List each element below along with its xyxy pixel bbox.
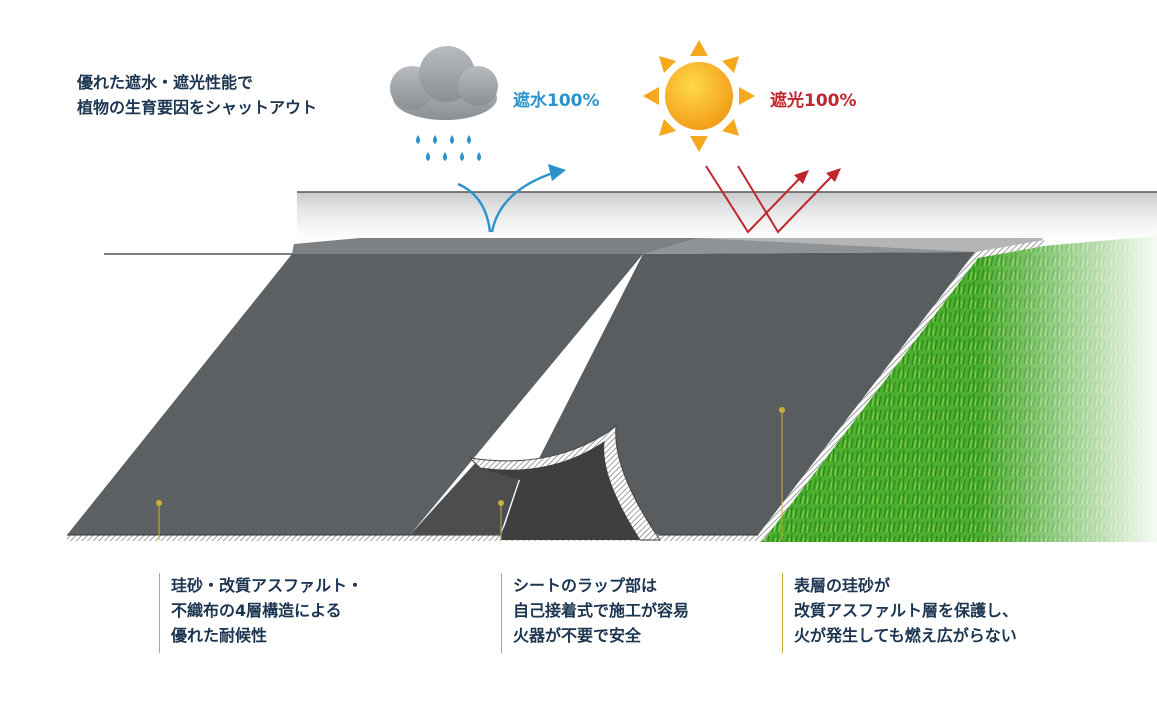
headline-line-1: 優れた遮水・遮光性能で — [77, 73, 254, 92]
water-deflect-arrow-icon — [457, 164, 566, 233]
light-reflect-arrow-icon — [705, 165, 841, 234]
callout-2-line-3: 火器が不要で安全 — [513, 626, 642, 645]
callout-2-line-1: シートのラップ部は — [513, 576, 658, 595]
headline-line-2: 植物の生育要因をシャットアウト — [77, 98, 318, 117]
callout-1-line-3: 優れた耐候性 — [171, 626, 268, 645]
cloud-icon — [390, 46, 498, 120]
callout-3-line-3: 火が発生しても燃え広がらない — [794, 626, 1017, 645]
sun-icon — [643, 40, 755, 152]
rain-drops-icon — [416, 135, 481, 161]
callout-line-1 — [159, 573, 160, 653]
callout-2-line-2: 自己接着式で施工が容易 — [513, 601, 690, 620]
callout-3-line-2: 改質アスファルト層を保護し、 — [794, 601, 1019, 620]
callout-3-line-1: 表層の珪砂が — [794, 576, 891, 595]
callout-1-line-2: 不織布の4層構造による — [171, 601, 342, 620]
callout-text-3: 表層の珪砂が 改質アスファルト層を保護し、 火が発生しても燃え広がらない — [794, 573, 1018, 648]
callout-text-2: シートのラップ部は 自己接着式で施工が容易 火器が不要で安全 — [513, 573, 689, 648]
light-label: 遮光100% — [770, 91, 857, 111]
callout-text-1: 珪砂・改質アスファルト・ 不織布の4層構造による 優れた耐候性 — [171, 573, 363, 648]
lap-joint-cutaway — [410, 424, 665, 541]
headline: 優れた遮水・遮光性能で 植物の生育要因をシャットアウト — [77, 70, 317, 120]
callout-line-3 — [782, 573, 783, 653]
water-label: 遮水100% — [513, 91, 600, 111]
callout-1-line-1: 珪砂・改質アスファルト・ — [171, 576, 364, 595]
callout-line-2 — [501, 573, 502, 653]
